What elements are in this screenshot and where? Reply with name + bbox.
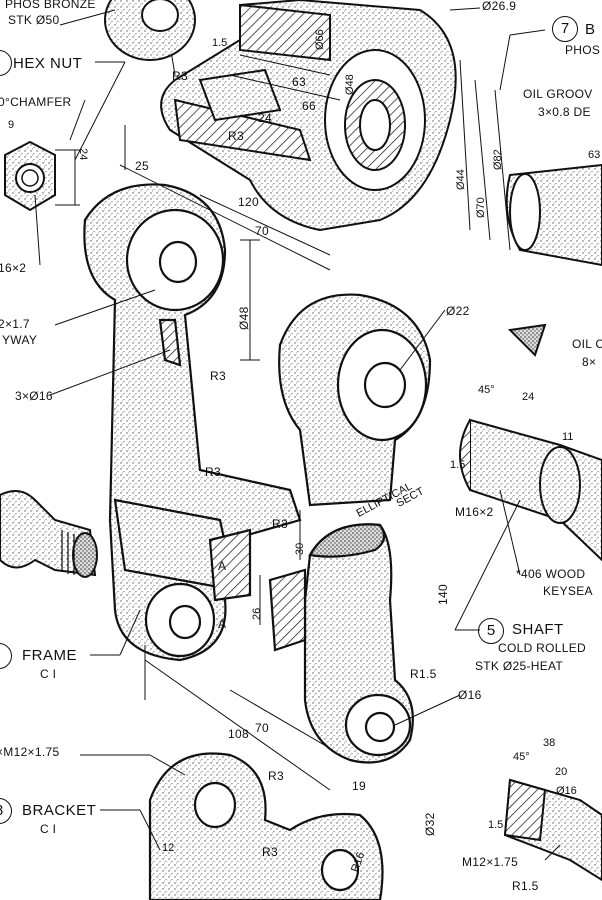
keyway-label: YWAY (2, 333, 38, 347)
part7-name-label: B (585, 21, 596, 38)
dim-63: 63 (292, 75, 306, 89)
dim-82: Ø82 (492, 149, 504, 170)
bracket-label: BRACKET (22, 802, 97, 819)
woodruff-label: *406 WOOD (516, 567, 586, 581)
dim-45a: 45° (478, 384, 495, 396)
dim-12: 12 (162, 842, 175, 854)
shaft-part (459, 163, 602, 562)
part7-number-circle: 7 (552, 16, 578, 42)
dim-1-5a: 1.5 (212, 37, 228, 49)
shaft-material-label: COLD ROLLED (498, 641, 586, 655)
part7-material-label: PHOS (565, 43, 601, 57)
dim-20: 20 (555, 766, 568, 778)
link-part (278, 293, 432, 507)
dim-1-5b: 1.5 (450, 459, 466, 471)
dim-r3d: R3 (205, 465, 221, 479)
bottom-radius-label: R1.5 (512, 879, 539, 893)
shaft-number-circle: 5 (478, 618, 504, 644)
dim-70: 70 (255, 224, 269, 238)
section-mark-a2: A (218, 617, 227, 631)
dim-r3b: R3 (228, 129, 244, 143)
washer (104, 0, 196, 61)
bottom-thread-label: M12×1.75 (462, 855, 519, 869)
dim-r3a: R3 (172, 69, 188, 83)
shaft-stock-label: STK Ø25-HEAT (475, 659, 564, 673)
oil-right-label: OIL C (572, 337, 602, 351)
frame-material-label: C I (40, 667, 57, 681)
dim-70v: Ø70 (475, 197, 487, 218)
dim-24: 24 (258, 111, 272, 125)
oil-groove-dim-label: 3×0.8 DE (538, 105, 591, 119)
dim-22: Ø22 (446, 304, 470, 318)
dim-r3g: R3 (262, 845, 278, 859)
dim-30: 30 (294, 542, 306, 555)
frame-label: FRAME (22, 647, 77, 664)
dim-24c: 24 (522, 391, 535, 403)
dim-r3f: R3 (268, 769, 284, 783)
dim-45b: 45° (513, 751, 530, 763)
pin-part (0, 490, 98, 578)
hex-thread-label: 16×2 (0, 261, 27, 275)
dim-140: 140 (436, 584, 450, 605)
bushing-part (160, 0, 457, 232)
dim-66: 66 (302, 99, 316, 113)
small-shaft-part (503, 778, 602, 882)
frame-dimensions (119, 125, 351, 791)
oil-right-dim-label: 8× (582, 355, 597, 369)
dim-r1-5: R1.5 (410, 667, 437, 681)
hex-nut-label: HEX NUT (13, 55, 83, 72)
oil-groove-label: OIL GROOV (523, 87, 593, 101)
dim-44: Ø44 (455, 169, 467, 190)
hex-nut (4, 140, 80, 212)
dim-63b: 63 (588, 149, 601, 161)
dim-120: 120 (238, 195, 259, 209)
top-material-label: PHOS BRONZE (5, 0, 96, 11)
dim-48v: Ø48 (344, 74, 356, 95)
dim-66v: Ø66 (314, 29, 326, 50)
section-mark-a1: A (218, 559, 227, 573)
leader-lines (34, 9, 561, 861)
bushing-dimensions (169, 7, 511, 251)
dim-26: 26 (251, 607, 263, 620)
dim-70b: 70 (255, 721, 269, 735)
dim-24b: 24 (77, 148, 89, 161)
thread-left-label: ×M12×1.75 (0, 745, 60, 759)
dim-48: Ø48 (237, 306, 251, 330)
dim-r3c: R3 (210, 369, 226, 383)
dim-16: Ø16 (458, 688, 482, 702)
lever-part (268, 523, 414, 764)
keyway-dim-label: 2×1.7 (0, 317, 30, 331)
keyseat-label: KEYSEA (543, 584, 593, 598)
dim-r3e: R3 (272, 517, 288, 531)
holes-label: 3×Ø16 (15, 389, 53, 403)
dim-19: 19 (352, 779, 366, 793)
dim-108: 108 (228, 727, 249, 741)
frame-part (83, 183, 302, 662)
shaft-thread-label: M16×2 (455, 505, 494, 519)
dim-11: 11 (562, 431, 574, 443)
dim-25: 25 (135, 159, 149, 173)
dim-16b: Ø16 (556, 785, 577, 797)
dim-32: Ø32 (423, 812, 437, 836)
dim-26-9: Ø26.9 (482, 0, 517, 13)
bracket-material-label: C I (40, 822, 57, 836)
dim-38: 38 (543, 737, 556, 749)
top-stock-label: STK Ø50 (8, 13, 60, 27)
shaft-label: SHAFT (512, 621, 564, 638)
bracket-part (148, 752, 384, 900)
dim-9: 9 (8, 119, 15, 131)
dim-1-5c: 1.5 (488, 819, 504, 831)
chamfer-label: 0°CHAMFER (0, 95, 72, 109)
